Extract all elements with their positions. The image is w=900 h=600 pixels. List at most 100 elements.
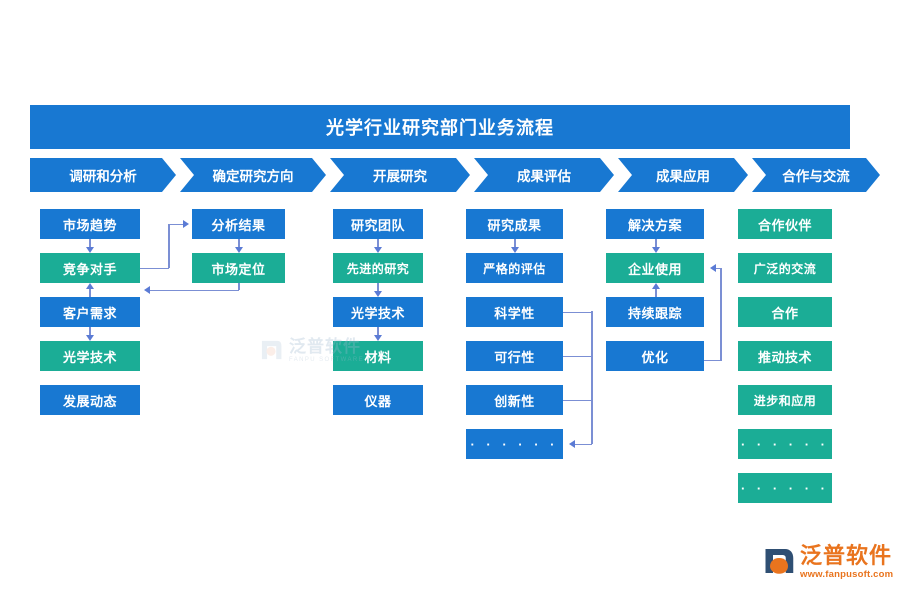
node-label: 发展动态: [62, 393, 117, 409]
node-optical-tech-1[interactable]: 光学技术: [40, 341, 140, 371]
connector-needs-to-optical: [89, 327, 91, 336]
node-promote-tech[interactable]: 推动技术: [738, 341, 832, 371]
node-optimization[interactable]: 优化: [606, 341, 704, 371]
node-customer-needs[interactable]: 客户需求: [40, 297, 140, 327]
node-evaluation-more[interactable]: · · · · · ·: [466, 429, 563, 459]
node-label: 广泛的交流: [753, 261, 817, 276]
step-label: 成果评估: [517, 169, 571, 184]
step-research-analysis[interactable]: 调研和分析: [30, 158, 176, 192]
node-solution[interactable]: 解决方案: [606, 209, 704, 239]
arrowhead-up: [85, 283, 94, 289]
process-step-bar: 调研和分析 确定研究方向 开展研究 成果评估 成果应用 合作与交流: [30, 158, 850, 192]
node-label: 合作: [771, 305, 799, 321]
node-scientific[interactable]: 科学性: [466, 297, 563, 327]
connector-needs-to-competitors: [89, 289, 91, 297]
node-cooperation[interactable]: 合作: [738, 297, 832, 327]
connector-innovation-out: [563, 399, 592, 402]
chart-title-bar: 光学行业研究部门业务流程: [30, 105, 850, 149]
arrowhead-down: [373, 247, 382, 253]
node-broad-exchange[interactable]: 广泛的交流: [738, 253, 832, 283]
node-label: 仪器: [364, 393, 392, 409]
connector-optimization-riser: [720, 268, 722, 360]
connector-competitors-out: [140, 267, 169, 270]
node-label: 科学性: [494, 305, 535, 321]
arrowhead-left: [710, 264, 716, 272]
connector-advanced-to-optical: [377, 283, 379, 292]
node-label: 研究团队: [350, 217, 405, 233]
connector-trend-to-competitors: [89, 239, 91, 248]
node-analysis-result[interactable]: 分析结果: [192, 209, 285, 239]
fanpu-logo-icon: [762, 546, 796, 576]
node-competitors[interactable]: 竞争对手: [40, 253, 140, 283]
connector-positioning-return: [150, 289, 239, 292]
arrowhead-down: [234, 247, 243, 253]
node-market-positioning[interactable]: 市场定位: [192, 253, 285, 283]
node-development-trend[interactable]: 发展动态: [40, 385, 140, 415]
node-enterprise-use[interactable]: 企业使用: [606, 253, 704, 283]
node-label: 市场趋势: [62, 217, 117, 233]
connector-feasibility-out: [563, 355, 592, 358]
step-conduct-research[interactable]: 开展研究: [330, 158, 470, 192]
step-result-application[interactable]: 成果应用: [618, 158, 748, 192]
node-research-results[interactable]: 研究成果: [466, 209, 563, 239]
node-label: 严格的评估: [483, 261, 546, 276]
node-materials[interactable]: 材料: [333, 341, 423, 371]
step-label: 合作与交流: [782, 169, 850, 184]
arrowhead-down: [85, 247, 94, 253]
node-label: 客户需求: [62, 305, 117, 321]
node-research-team[interactable]: 研究团队: [333, 209, 423, 239]
node-label: 解决方案: [627, 217, 682, 233]
node-label: 光学技术: [62, 349, 117, 365]
node-label: 材料: [364, 349, 392, 365]
node-progress-application[interactable]: 进步和应用: [738, 385, 832, 415]
arrowhead-left: [569, 440, 575, 448]
node-instruments[interactable]: 仪器: [333, 385, 423, 415]
connector-tracking-to-enterprise: [655, 289, 657, 297]
node-label: 创新性: [494, 393, 535, 409]
connector-positioning-drop: [238, 283, 240, 290]
node-rigorous-evaluation[interactable]: 严格的评估: [466, 253, 563, 283]
step-label: 确定研究方向: [212, 169, 294, 184]
arrowhead-up: [651, 283, 660, 289]
arrowhead-down: [373, 335, 382, 341]
node-label: · · · · · ·: [740, 480, 830, 496]
connector-competitors-riser: [168, 224, 170, 268]
step-label: 开展研究: [373, 169, 427, 184]
node-label: · · · · · ·: [470, 436, 559, 452]
node-label: 合作伙伴: [757, 217, 812, 233]
step-cooperation-exchange[interactable]: 合作与交流: [752, 158, 880, 192]
node-optical-tech-2[interactable]: 光学技术: [333, 297, 423, 327]
node-label: 光学技术: [350, 305, 405, 321]
step-define-direction[interactable]: 确定研究方向: [180, 158, 326, 192]
node-label: 进步和应用: [753, 393, 817, 408]
node-label: · · · · · ·: [740, 436, 830, 452]
arrowhead-down: [85, 335, 94, 341]
step-result-evaluation[interactable]: 成果评估: [474, 158, 614, 192]
connector-optimization-out: [704, 359, 722, 362]
node-label: 可行性: [494, 349, 535, 365]
node-label: 持续跟踪: [627, 305, 682, 321]
node-continuous-tracking[interactable]: 持续跟踪: [606, 297, 704, 327]
node-market-trend[interactable]: 市场趋势: [40, 209, 140, 239]
arrowhead-down: [510, 247, 519, 253]
node-partners[interactable]: 合作伙伴: [738, 209, 832, 239]
node-cooperation-more-2[interactable]: · · · · · ·: [738, 473, 832, 503]
node-label: 企业使用: [627, 261, 682, 277]
node-innovation[interactable]: 创新性: [466, 385, 563, 415]
node-label: 先进的研究: [346, 261, 410, 276]
node-label: 推动技术: [757, 349, 812, 365]
node-cooperation-more-1[interactable]: · · · · · ·: [738, 429, 832, 459]
node-advanced-research[interactable]: 先进的研究: [333, 253, 423, 283]
step-label: 成果应用: [656, 169, 710, 184]
connector-into-analysis: [168, 223, 184, 226]
logo-url: www.fanpusoft.com: [800, 569, 894, 580]
arrowhead-down: [651, 247, 660, 253]
node-label: 市场定位: [211, 261, 266, 277]
step-label: 调研和分析: [69, 169, 137, 184]
node-feasibility[interactable]: 可行性: [466, 341, 563, 371]
connector-scientific-out: [563, 311, 592, 314]
fanpu-logo: 泛普软件 www.fanpusoft.com: [762, 545, 893, 580]
fanpu-logo-icon: [258, 337, 284, 363]
connector-results-to-evaluation: [514, 239, 516, 248]
